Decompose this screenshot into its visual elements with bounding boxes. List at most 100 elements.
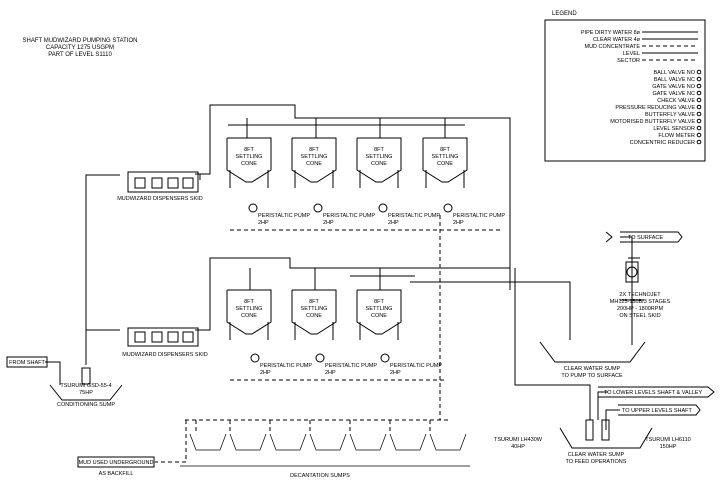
to-lower-label: TO LOWER LEVELS SHAFT & VALLEY bbox=[604, 390, 702, 396]
to-upper-label: TO UPPER LEVELS SHAFT bbox=[622, 408, 693, 414]
settling-cone bbox=[422, 137, 468, 183]
legend-heading: LEGEND bbox=[552, 11, 577, 17]
peristaltic-pump-label: PERISTALTIC PUMP bbox=[260, 363, 312, 369]
clear-sump-bottom-line-2: TO FEED OPERATIONS bbox=[566, 459, 627, 465]
legend-item: BALL VALVE NC bbox=[654, 77, 695, 83]
peristaltic-pump-label: PERISTALTIC PUMP bbox=[390, 363, 442, 369]
settling-cone bbox=[291, 137, 337, 183]
legend-item: FLOW METER bbox=[658, 133, 695, 139]
legend-symbol-icon bbox=[696, 90, 702, 96]
peristaltic-pump-icon bbox=[313, 203, 323, 213]
legend-symbol-icon bbox=[696, 69, 702, 75]
peristaltic-pump-label: PERISTALTIC PUMP bbox=[325, 363, 377, 369]
settling-cone-label: 8FT bbox=[244, 299, 254, 305]
to-surface-label: TO SURFACE bbox=[628, 235, 663, 241]
peristaltic-pump-icon bbox=[315, 353, 325, 363]
mud-used-line-2: AS BACKFILL bbox=[99, 471, 134, 477]
legend-item: MUD CONCENTRATE bbox=[584, 44, 640, 50]
peristaltic-pump-label: PERISTALTIC PUMP bbox=[453, 213, 505, 219]
conditioning-hp-label: 75HP bbox=[79, 390, 93, 396]
clear-sump-top-line-1: CLEAR WATER SUMP bbox=[564, 366, 621, 372]
peristaltic-pump-label: 2HP bbox=[325, 370, 336, 376]
from-shaft-label: FROM SHAFT bbox=[9, 360, 45, 366]
settling-cone-label: 8FT bbox=[244, 147, 254, 153]
peristaltic-pump-icon bbox=[378, 203, 388, 213]
upper-skid-label: MUDWIZARD DISPENSERS SKID bbox=[117, 196, 203, 202]
settling-cones: 8FTSETTLINGCONE8FTSETTLINGCONE8FTSETTLIN… bbox=[226, 137, 468, 340]
conditioning-sump: FROM SHAFT TSURUMI GSD-55-4 75HP CONDITI… bbox=[6, 356, 123, 408]
technojet-line-3: 200HP - 1800RPM bbox=[617, 306, 663, 312]
legend-symbol-icon bbox=[696, 83, 702, 89]
settling-cone-label: SETTLING bbox=[301, 154, 328, 160]
settling-cone-label: CONE bbox=[371, 161, 387, 167]
settling-cone-label: 8FT bbox=[374, 299, 384, 305]
legend-item: CLEAR WATER 4ø bbox=[593, 37, 641, 43]
peristaltic-pump-label: 2HP bbox=[453, 220, 464, 226]
lh6110-line-2: 150HP bbox=[660, 444, 677, 450]
legend-item: PRESSURE REDUCING VALVE bbox=[615, 105, 695, 111]
settling-cone-label: CONE bbox=[371, 313, 387, 319]
legend-symbol-icon bbox=[696, 97, 702, 103]
peristaltic-pump-label: 2HP bbox=[388, 220, 399, 226]
title-line-2: CAPACITY 1275 USGPM bbox=[46, 45, 114, 51]
clear-sump-bottom-line-1: CLEAR WATER SUMP bbox=[568, 452, 625, 458]
settling-cone-label: CONE bbox=[437, 161, 453, 167]
mud-concentrate-lines bbox=[155, 215, 500, 463]
legend-symbol-icon bbox=[696, 111, 702, 117]
settling-cone-label: SETTLING bbox=[236, 154, 263, 160]
peristaltic-pump-label: PERISTALTIC PUMP bbox=[323, 213, 375, 219]
legend-item: CONCENTRIC REDUCER bbox=[630, 140, 695, 146]
settling-cone-label: SETTLING bbox=[236, 306, 263, 312]
legend-symbol-icon bbox=[696, 139, 702, 145]
conditioning-pump-label: TSURUMI GSD-55-4 bbox=[60, 383, 111, 389]
peristaltic-pump-label: PERISTALTIC PUMP bbox=[258, 213, 310, 219]
decantation-sumps: DECANTATION SUMPS MUD USED UNDERGROUND A… bbox=[77, 433, 470, 479]
settling-cone-label: 8FT bbox=[309, 299, 319, 305]
settling-cone-label: CONE bbox=[306, 161, 322, 167]
settling-cone bbox=[226, 289, 272, 335]
peristaltic-pump-icon bbox=[380, 353, 390, 363]
peristaltic-pump-label: 2HP bbox=[323, 220, 334, 226]
settling-cone-label: SETTLING bbox=[432, 154, 459, 160]
technojet-line-2: MH125-150B/3 STAGES bbox=[610, 299, 671, 305]
settling-cone-label: CONE bbox=[306, 313, 322, 319]
peristaltic-pump-label: 2HP bbox=[390, 370, 401, 376]
settling-cone-label: 8FT bbox=[309, 147, 319, 153]
peristaltic-pump-label: PERISTALTIC PUMP bbox=[388, 213, 440, 219]
settling-cone-label: CONE bbox=[241, 161, 257, 167]
settling-cone bbox=[226, 137, 272, 183]
decantation-label: DECANTATION SUMPS bbox=[290, 473, 350, 479]
legend-item: PIPE DIRTY WATER 8ø bbox=[581, 30, 641, 36]
peristaltic-pump-icon bbox=[250, 353, 260, 363]
legend-item: MOTORISED BUTTERFLY VALVE bbox=[610, 119, 695, 125]
peristaltic-pump-label: 2HP bbox=[258, 220, 269, 226]
settling-cone-label: CONE bbox=[241, 313, 257, 319]
title-line-1: SHAFT MUDWIZARD PUMPING STATION bbox=[23, 38, 138, 44]
clear-water-sump-bottom: TO LOWER LEVELS SHAFT & VALLEY TO UPPER … bbox=[494, 386, 715, 465]
legend-item: SECTOR bbox=[617, 58, 640, 64]
legend-item: GATE VALVE NO bbox=[652, 84, 696, 90]
settling-cone-label: 8FT bbox=[440, 147, 450, 153]
technojet-line-4: ON STEEL SKID bbox=[619, 313, 660, 319]
title-block: SHAFT MUDWIZARD PUMPING STATION CAPACITY… bbox=[23, 38, 138, 58]
legend-item: BUTTERFLY VALVE bbox=[645, 112, 695, 118]
lower-skid: MUDWIZARD DISPENSERS SKID bbox=[122, 327, 208, 358]
clear-sump-top-line-2: TO PUMP TO SURFACE bbox=[561, 373, 623, 379]
legend-symbol-icon bbox=[696, 104, 702, 110]
lh430-line-1: TSURUMI LH430W bbox=[494, 437, 543, 443]
peristaltic-pump-icon bbox=[248, 203, 258, 213]
title-line-3: PART OF LEVEL S1110 bbox=[48, 52, 112, 58]
lh430-line-2: 40HP bbox=[511, 444, 525, 450]
mud-used-line-1: MUD USED UNDERGROUND bbox=[79, 460, 154, 466]
pipework bbox=[45, 104, 644, 430]
legend-symbol-icon bbox=[696, 118, 702, 124]
legend-item: LEVEL bbox=[623, 51, 640, 57]
conditioning-sump-label: CONDITIONING SUMP bbox=[57, 402, 115, 408]
settling-cone bbox=[356, 137, 402, 183]
peristaltic-pump-icon bbox=[443, 203, 453, 213]
technojet-station: TO SURFACE 2X TECHNOJET MH125-150B/3 STA… bbox=[605, 231, 683, 319]
upper-skid: MUDWIZARD DISPENSERS SKID bbox=[117, 171, 203, 202]
legend-symbol-icon bbox=[696, 76, 702, 82]
